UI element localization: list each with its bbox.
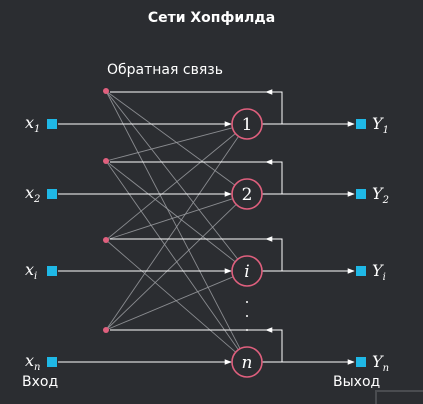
cross-line [105, 198, 233, 241]
output-caption: Выход [333, 374, 381, 390]
feedback-line [110, 238, 283, 271]
output-terminal [356, 119, 366, 129]
feedback-label: Обратная связь [107, 62, 223, 78]
output-label: Yi [372, 261, 386, 283]
node-dot [103, 158, 109, 164]
input-caption: Вход [22, 374, 59, 390]
output-var: Y [372, 184, 384, 203]
cross-line [105, 276, 234, 331]
cross-connections [105, 90, 241, 353]
node-dot [103, 327, 109, 333]
neuron-label: i [244, 262, 249, 282]
cross-line [105, 90, 239, 260]
cross-line [105, 204, 237, 331]
input-label: xi [25, 260, 37, 282]
output-var: Y [372, 352, 384, 371]
neuron-label: 1 [242, 115, 253, 135]
input-terminal [47, 189, 57, 199]
neuron-label: 2 [242, 185, 253, 205]
input-connections [58, 121, 232, 365]
output-label: Y1 [372, 114, 389, 136]
neuron-circle [231, 178, 263, 210]
feedback-line [110, 161, 283, 194]
input-var: x [25, 183, 34, 202]
input-label: xn [25, 351, 40, 373]
feedback-line [110, 329, 283, 362]
neuron-circle [231, 108, 263, 140]
cross-line [105, 239, 236, 353]
output-var: Y [372, 114, 384, 133]
input-subscript: 1 [34, 124, 40, 135]
output-terminal [356, 189, 366, 199]
output-subscript: 1 [383, 125, 389, 136]
output-label: Y2 [372, 184, 389, 206]
input-subscript: 2 [33, 194, 40, 205]
neuron-circle [231, 346, 263, 378]
cross-line [105, 127, 233, 162]
output-terminal [356, 357, 366, 367]
input-var: x [25, 113, 34, 132]
output-connections [262, 121, 355, 365]
diagram-title: Сети Хопфилда [147, 10, 276, 26]
cross-line [105, 90, 241, 349]
input-label: x2 [25, 183, 40, 205]
input-var: x [25, 260, 34, 279]
cross-line [105, 90, 236, 186]
cross-line [105, 136, 239, 331]
output-terminal [356, 266, 366, 276]
input-terminal [47, 119, 57, 129]
node-dot [103, 88, 109, 94]
output-var: Y [372, 261, 384, 280]
input-terminal [47, 357, 57, 367]
input-label: x1 [25, 113, 40, 135]
distribution-nodes [103, 88, 109, 333]
feedback-line [110, 91, 283, 124]
output-subscript: i [383, 272, 386, 283]
neuron-label: n [242, 353, 253, 373]
input-subscript: n [34, 362, 40, 373]
node-dot [103, 237, 109, 243]
cross-line [105, 160, 236, 263]
input-subscript: i [34, 271, 37, 282]
input-terminal [47, 266, 57, 276]
neurons: 1 2 i n [231, 108, 263, 378]
feedback-connections [110, 89, 283, 362]
corner-mark [375, 390, 423, 404]
cross-line [105, 160, 239, 350]
cross-line [105, 133, 236, 241]
output-subscript: 2 [382, 195, 389, 206]
ellipsis-dots [246, 301, 248, 331]
neuron-circle [231, 255, 263, 287]
output-subscript: n [383, 363, 389, 374]
output-label: Yn [372, 352, 389, 374]
input-var: x [25, 351, 34, 370]
